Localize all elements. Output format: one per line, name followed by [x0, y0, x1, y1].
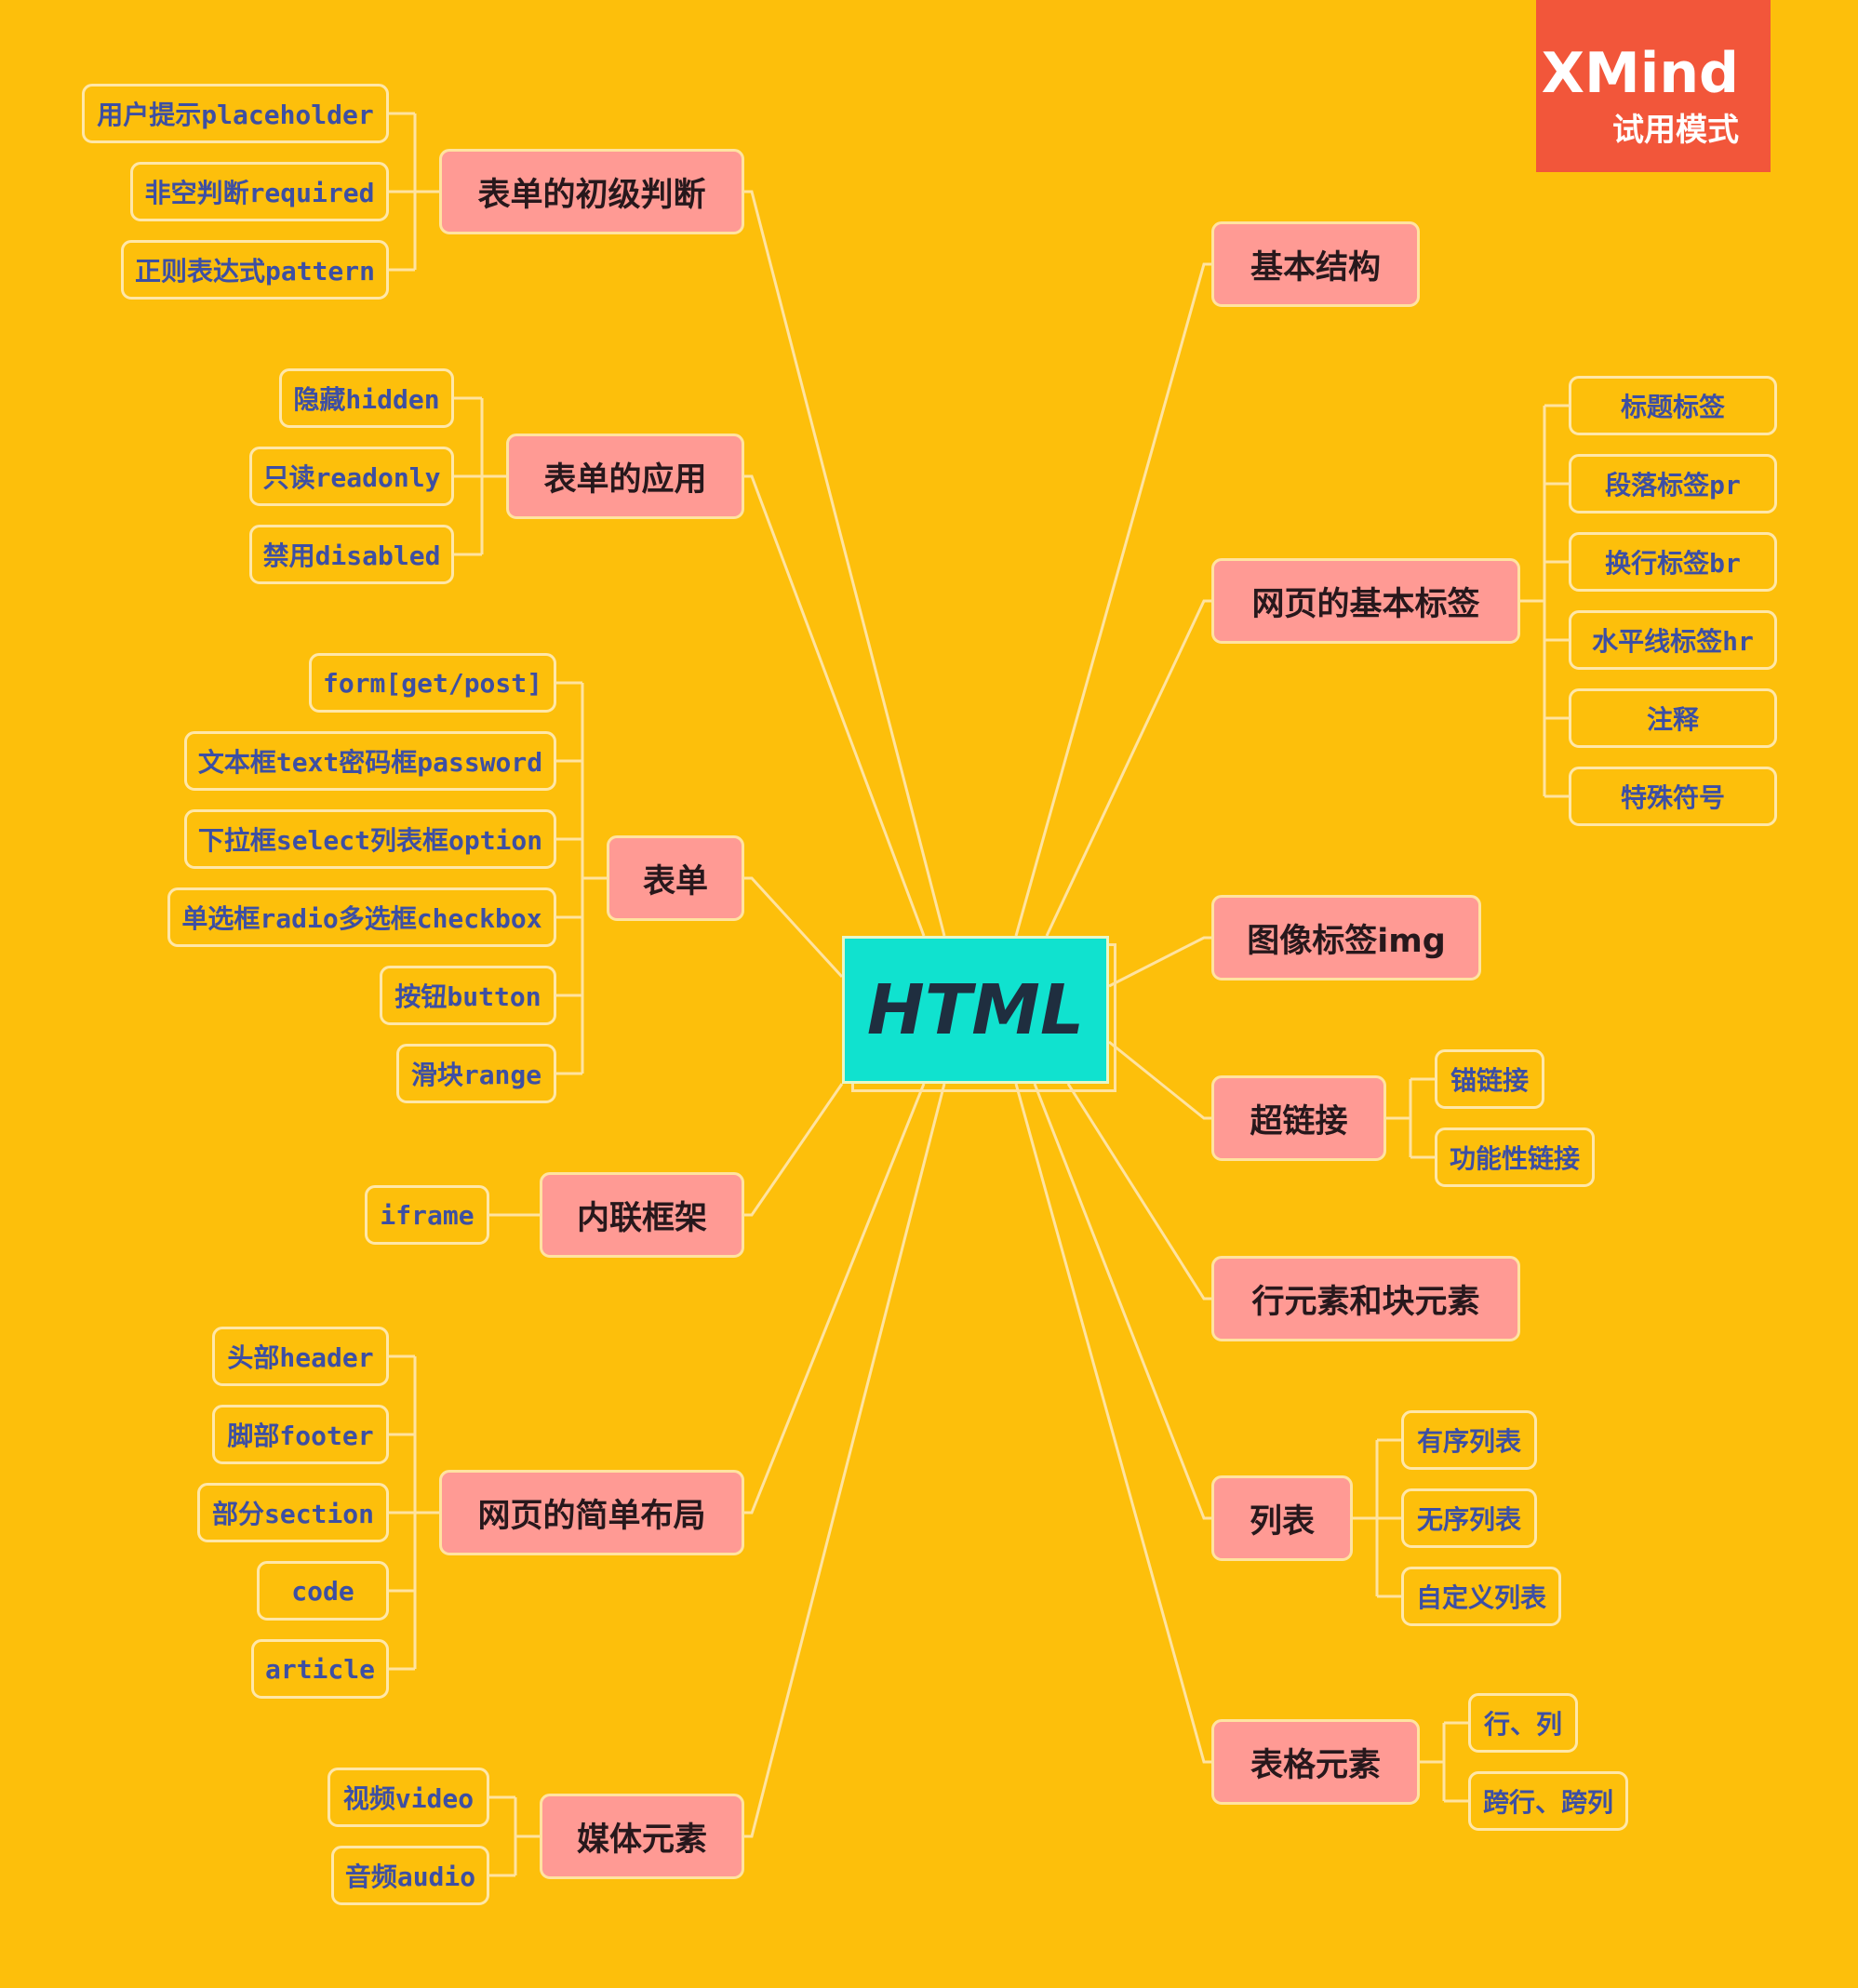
connector-line	[744, 474, 926, 937]
subtopic[interactable]: 水平线标签hr	[1569, 610, 1777, 670]
main-topic[interactable]: 网页的简单布局	[439, 1470, 744, 1555]
connector-line	[1014, 262, 1211, 937]
subtopic[interactable]: 功能性链接	[1435, 1127, 1595, 1187]
subtopic[interactable]: code	[257, 1561, 389, 1621]
main-topic[interactable]: 网页的基本标签	[1211, 558, 1520, 644]
badge-brand: XMind	[1541, 41, 1739, 106]
subtopic[interactable]: 头部header	[212, 1327, 389, 1386]
subtopic[interactable]: 用户提示placeholder	[82, 84, 389, 143]
subtopic[interactable]: 有序列表	[1401, 1410, 1537, 1470]
badge-mode: 试用模式	[1612, 112, 1739, 149]
subtopic[interactable]: 注释	[1569, 688, 1777, 748]
subtopic[interactable]: 隐藏hidden	[279, 368, 454, 428]
main-topic[interactable]: 表单的初级判断	[439, 149, 744, 234]
connector-line	[744, 1083, 926, 1514]
subtopic[interactable]: 单选框radio多选框checkbox	[167, 887, 556, 947]
main-topic[interactable]: 行元素和块元素	[1211, 1256, 1520, 1341]
subtopic[interactable]: 滑块range	[396, 1044, 556, 1103]
connector-line	[1045, 599, 1211, 937]
connector-line	[1033, 1083, 1211, 1520]
xmind-trial-badge: XMind 试用模式	[1536, 0, 1771, 172]
subtopic[interactable]: 自定义列表	[1401, 1567, 1561, 1626]
subtopic[interactable]: 禁用disabled	[249, 525, 454, 584]
main-topic[interactable]: 图像标签img	[1211, 895, 1481, 981]
subtopic[interactable]: 非空判断required	[130, 162, 389, 221]
main-topic[interactable]: 媒体元素	[540, 1794, 744, 1879]
subtopic[interactable]: 下拉框select列表框option	[184, 809, 556, 869]
main-topic[interactable]: 列表	[1211, 1475, 1353, 1561]
main-topic[interactable]: 基本结构	[1211, 221, 1420, 307]
subtopic[interactable]: 脚部footer	[212, 1405, 389, 1464]
main-topic[interactable]: 内联框架	[540, 1172, 744, 1258]
subtopic[interactable]: 视频video	[327, 1768, 489, 1827]
subtopic[interactable]: iframe	[365, 1185, 489, 1245]
connector-line	[744, 1083, 844, 1217]
subtopic[interactable]: form[get/post]	[309, 653, 556, 713]
subtopic[interactable]: 特殊符号	[1569, 767, 1777, 826]
subtopic[interactable]: 部分section	[197, 1483, 389, 1542]
main-topic[interactable]: 表单	[607, 835, 744, 921]
subtopic[interactable]: 按钮button	[380, 966, 556, 1025]
subtopic[interactable]: 无序列表	[1401, 1488, 1537, 1548]
subtopic[interactable]: 段落标签pr	[1569, 454, 1777, 514]
connector-line	[744, 876, 844, 979]
subtopic[interactable]: 文本框text密码框password	[184, 731, 556, 791]
connector-line	[1014, 1083, 1211, 1764]
subtopic[interactable]: 只读readonly	[249, 447, 454, 506]
subtopic[interactable]: 跨行、跨列	[1468, 1771, 1628, 1831]
subtopic[interactable]: 换行标签br	[1569, 532, 1777, 592]
connector-line	[1108, 1040, 1211, 1120]
subtopic[interactable]: 锚链接	[1435, 1049, 1544, 1109]
connector-line	[744, 1083, 946, 1838]
main-topic[interactable]: 超链接	[1211, 1075, 1386, 1161]
subtopic[interactable]: article	[251, 1639, 389, 1699]
connector-line	[1066, 1083, 1211, 1301]
main-topic[interactable]: 表单的应用	[506, 434, 744, 519]
subtopic[interactable]: 行、列	[1468, 1693, 1578, 1753]
connector-line	[1108, 936, 1211, 988]
subtopic[interactable]: 正则表达式pattern	[121, 240, 389, 300]
main-topic[interactable]: 表格元素	[1211, 1719, 1420, 1805]
subtopic[interactable]: 音频audio	[331, 1846, 489, 1905]
root-topic[interactable]: HTML	[842, 936, 1109, 1084]
connector-line	[744, 190, 946, 937]
subtopic[interactable]: 标题标签	[1569, 376, 1777, 435]
